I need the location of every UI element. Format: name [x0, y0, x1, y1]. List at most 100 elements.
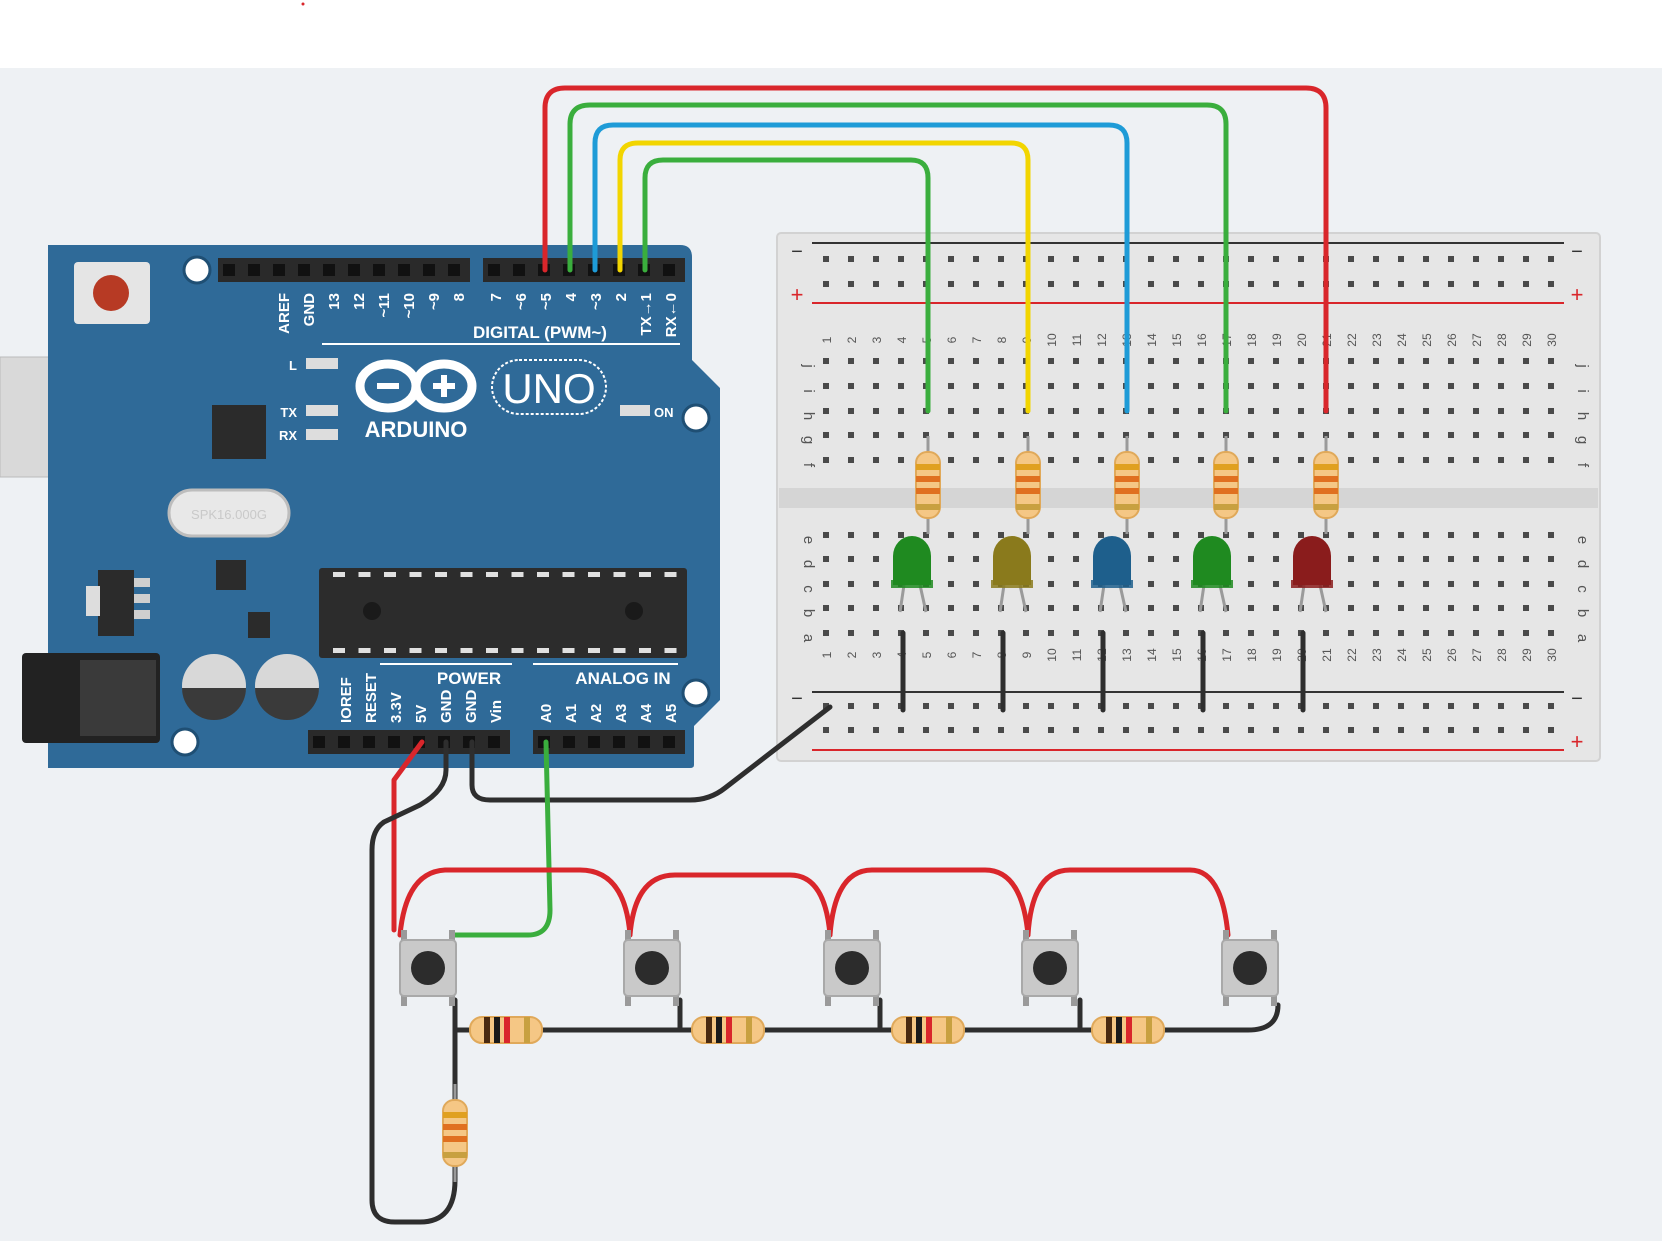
- rail-hole[interactable]: [848, 703, 854, 709]
- breadboard-hole[interactable]: [873, 408, 879, 414]
- breadboard-hole[interactable]: [1373, 432, 1379, 438]
- breadboard[interactable]: 1122334455667788991010111112121313141415…: [776, 232, 1601, 762]
- led-resistor[interactable]: [1015, 436, 1041, 534]
- breadboard-hole[interactable]: [1173, 532, 1179, 538]
- breadboard-hole[interactable]: [1298, 432, 1304, 438]
- rail-hole[interactable]: [1098, 256, 1104, 262]
- rail-hole[interactable]: [1498, 703, 1504, 709]
- breadboard-hole[interactable]: [1523, 457, 1529, 463]
- rail-hole[interactable]: [1173, 256, 1179, 262]
- header-pin[interactable]: [273, 264, 285, 276]
- rail-hole[interactable]: [1223, 703, 1229, 709]
- breadboard-hole[interactable]: [1473, 581, 1479, 587]
- header-pin[interactable]: [663, 264, 675, 276]
- breadboard-hole[interactable]: [973, 556, 979, 562]
- rail-hole[interactable]: [1448, 256, 1454, 262]
- header-pin[interactable]: [423, 264, 435, 276]
- led-yellow[interactable]: [991, 536, 1033, 613]
- header-pin[interactable]: [488, 264, 500, 276]
- rail-hole[interactable]: [1423, 256, 1429, 262]
- breadboard-hole[interactable]: [873, 605, 879, 611]
- led-green-2[interactable]: [1191, 536, 1233, 613]
- breadboard-hole[interactable]: [1523, 358, 1529, 364]
- rail-hole[interactable]: [1098, 727, 1104, 733]
- breadboard-hole[interactable]: [1548, 630, 1554, 636]
- breadboard-hole[interactable]: [923, 532, 929, 538]
- rail-hole[interactable]: [1348, 281, 1354, 287]
- breadboard-hole[interactable]: [1448, 358, 1454, 364]
- breadboard-hole[interactable]: [1348, 383, 1354, 389]
- breadboard-hole[interactable]: [1423, 556, 1429, 562]
- breadboard-hole[interactable]: [1423, 457, 1429, 463]
- breadboard-hole[interactable]: [973, 408, 979, 414]
- breadboard-hole[interactable]: [873, 556, 879, 562]
- breadboard-hole[interactable]: [998, 358, 1004, 364]
- rail-hole[interactable]: [1098, 281, 1104, 287]
- rail-hole[interactable]: [1273, 256, 1279, 262]
- breadboard-hole[interactable]: [1273, 581, 1279, 587]
- breadboard-hole[interactable]: [1048, 532, 1054, 538]
- breadboard-hole[interactable]: [1473, 432, 1479, 438]
- breadboard-hole[interactable]: [1473, 556, 1479, 562]
- breadboard-hole[interactable]: [973, 605, 979, 611]
- breadboard-hole[interactable]: [898, 358, 904, 364]
- breadboard-hole[interactable]: [1223, 630, 1229, 636]
- breadboard-hole[interactable]: [1373, 630, 1379, 636]
- rail-hole[interactable]: [1423, 703, 1429, 709]
- breadboard-hole[interactable]: [873, 581, 879, 587]
- rail-hole[interactable]: [1498, 256, 1504, 262]
- rail-hole[interactable]: [1048, 281, 1054, 287]
- breadboard-hole[interactable]: [1148, 408, 1154, 414]
- breadboard-hole[interactable]: [823, 358, 829, 364]
- breadboard-hole[interactable]: [1148, 556, 1154, 562]
- rail-hole[interactable]: [1123, 727, 1129, 733]
- wire-pin4[interactable]: [567, 102, 1229, 414]
- breadboard-hole[interactable]: [1448, 556, 1454, 562]
- rail-hole[interactable]: [948, 256, 954, 262]
- breadboard-hole[interactable]: [1348, 556, 1354, 562]
- breadboard-hole[interactable]: [1373, 532, 1379, 538]
- rail-hole[interactable]: [873, 256, 879, 262]
- breadboard-hole[interactable]: [998, 408, 1004, 414]
- breadboard-hole[interactable]: [1148, 432, 1154, 438]
- breadboard-hole[interactable]: [1048, 432, 1054, 438]
- breadboard-hole[interactable]: [1073, 581, 1079, 587]
- rail-hole[interactable]: [1298, 281, 1304, 287]
- rail-hole[interactable]: [923, 703, 929, 709]
- breadboard-hole[interactable]: [1273, 457, 1279, 463]
- breadboard-hole[interactable]: [1048, 581, 1054, 587]
- breadboard-hole[interactable]: [848, 532, 854, 538]
- rail-hole[interactable]: [1498, 727, 1504, 733]
- header-pin[interactable]: [313, 736, 325, 748]
- breadboard-hole[interactable]: [1298, 457, 1304, 463]
- breadboard-hole[interactable]: [1048, 630, 1054, 636]
- led-resistor[interactable]: [1114, 436, 1140, 534]
- breadboard-hole[interactable]: [1273, 358, 1279, 364]
- rail-hole[interactable]: [1273, 703, 1279, 709]
- breadboard-hole[interactable]: [948, 358, 954, 364]
- breadboard-hole[interactable]: [1098, 408, 1104, 414]
- rail-hole[interactable]: [823, 281, 829, 287]
- rail-hole[interactable]: [1448, 727, 1454, 733]
- rail-hole[interactable]: [1073, 281, 1079, 287]
- rail-hole[interactable]: [1198, 727, 1204, 733]
- breadboard-hole[interactable]: [1123, 630, 1129, 636]
- breadboard-hole[interactable]: [1248, 630, 1254, 636]
- breadboard-hole[interactable]: [848, 408, 854, 414]
- wire-btn-chain[interactable]: [397, 867, 633, 938]
- rail-hole[interactable]: [1173, 727, 1179, 733]
- breadboard-hole[interactable]: [1448, 532, 1454, 538]
- breadboard-hole[interactable]: [848, 457, 854, 463]
- header-pin[interactable]: [398, 264, 410, 276]
- wire-5v[interactable]: [391, 739, 425, 933]
- breadboard-hole[interactable]: [948, 581, 954, 587]
- breadboard-hole[interactable]: [1423, 605, 1429, 611]
- breadboard-hole[interactable]: [1148, 605, 1154, 611]
- rail-hole[interactable]: [948, 703, 954, 709]
- breadboard-hole[interactable]: [1273, 630, 1279, 636]
- breadboard-hole[interactable]: [1423, 432, 1429, 438]
- breadboard-hole[interactable]: [1148, 457, 1154, 463]
- header-pin[interactable]: [373, 264, 385, 276]
- breadboard-hole[interactable]: [898, 532, 904, 538]
- breadboard-hole[interactable]: [1248, 432, 1254, 438]
